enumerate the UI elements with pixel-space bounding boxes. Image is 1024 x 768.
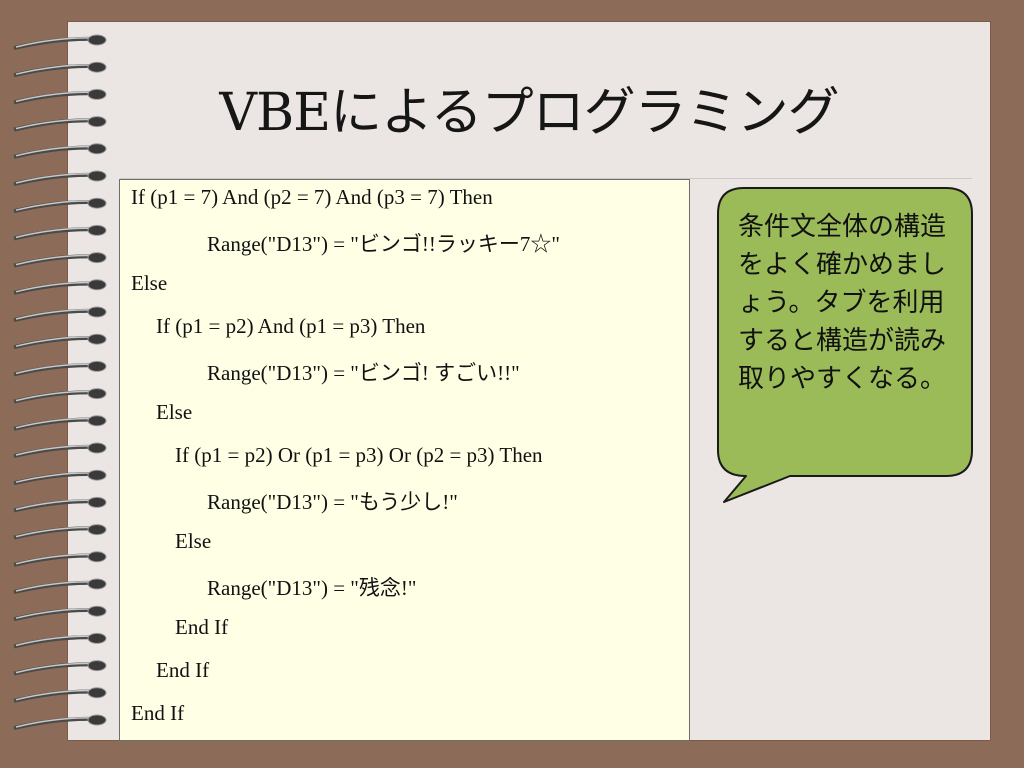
spiral-hole: [87, 88, 107, 100]
spiral-hole: [87, 388, 107, 400]
spiral-hole: [87, 660, 107, 672]
spiral-hole: [87, 687, 107, 699]
spiral-coil-highlight: [15, 227, 95, 239]
code-line: End If: [131, 701, 185, 725]
spiral-coil-highlight: [15, 581, 95, 592]
spiral-coil-highlight: [15, 608, 95, 619]
spiral-coil-highlight: [15, 200, 95, 211]
code-line: Else: [131, 271, 168, 295]
code-line: If (p1 = p2) And (p1 = p3) Then: [156, 314, 426, 338]
spiral-coil-highlight: [15, 37, 95, 48]
spiral-hole: [87, 143, 107, 155]
spiral-hole: [87, 605, 107, 617]
spiral-hole: [87, 224, 107, 236]
code-line: Range("D13") = "ビンゴ! すごい!!": [207, 361, 520, 385]
spiral-hole: [87, 714, 107, 726]
code-line: Range("D13") = "ビンゴ!!ラッキー7☆": [207, 232, 560, 256]
slide-title: VBEによるプログラミング: [219, 83, 839, 143]
code-line: If (p1 = 7) And (p2 = 7) And (p3 = 7) Th…: [131, 185, 493, 209]
spiral-coil-highlight: [15, 390, 95, 402]
code-line: Range("D13") = "残念!": [207, 576, 417, 600]
spiral-hole: [87, 578, 107, 590]
code-block: If (p1 = 7) And (p2 = 7) And (p3 = 7) Th…: [119, 179, 690, 741]
spiral-hole: [87, 360, 107, 372]
spiral-hole: [87, 442, 107, 454]
spiral-hole: [87, 333, 107, 345]
spiral-hole: [87, 252, 107, 264]
spiral-hole: [87, 415, 107, 427]
code-line: End If: [156, 658, 210, 682]
spiral-hole: [87, 197, 107, 209]
code-line: Else: [156, 400, 193, 424]
spiral-hole: [87, 469, 107, 481]
spiral-hole: [87, 524, 107, 536]
spiral-coil-highlight: [15, 445, 95, 456]
spiral-coil-highlight: [15, 717, 95, 728]
spiral-hole: [87, 116, 107, 128]
spiral-coil-highlight: [15, 309, 95, 320]
spiral-coil-highlight: [15, 173, 95, 184]
spiral-hole: [87, 496, 107, 508]
spiral-hole: [87, 279, 107, 291]
spiral-coil-highlight: [15, 472, 95, 483]
spiral-coil-highlight: [15, 417, 95, 429]
spiral-hole: [87, 61, 107, 73]
code-line: Else: [175, 529, 212, 553]
spiral-coil-highlight: [15, 145, 95, 157]
spiral-coil-highlight: [15, 689, 95, 701]
spiral-coil-highlight: [15, 635, 95, 647]
code-line: Range("D13") = "もう少し!": [207, 490, 458, 514]
spiral-coil-highlight: [15, 254, 95, 266]
spiral-coil-highlight: [15, 64, 95, 75]
spiral-coil-highlight: [15, 662, 95, 674]
spiral-hole: [87, 170, 107, 182]
spiral-coil-highlight: [15, 281, 95, 293]
spiral-hole: [87, 34, 107, 46]
code-line: If (p1 = p2) Or (p1 = p3) Or (p2 = p3) T…: [175, 443, 543, 467]
spiral-binding: [13, 34, 107, 730]
spiral-hole: [87, 306, 107, 318]
callout-text: 条件文全体の構造をよく確かめましょう。タブを利用すると構造が読み取りやすくなる。: [738, 212, 947, 394]
spiral-coil-highlight: [15, 526, 95, 538]
code-line: End If: [175, 615, 229, 639]
spiral-coil-highlight: [15, 118, 95, 130]
title-divider: [120, 178, 972, 179]
spiral-hole: [87, 632, 107, 644]
spiral-coil-highlight: [15, 499, 95, 511]
spiral-coil-highlight: [15, 363, 95, 375]
spiral-coil-highlight: [15, 91, 95, 103]
spiral-hole: [87, 551, 107, 563]
spiral-coil-highlight: [15, 553, 95, 565]
spiral-coil-highlight: [15, 336, 95, 347]
